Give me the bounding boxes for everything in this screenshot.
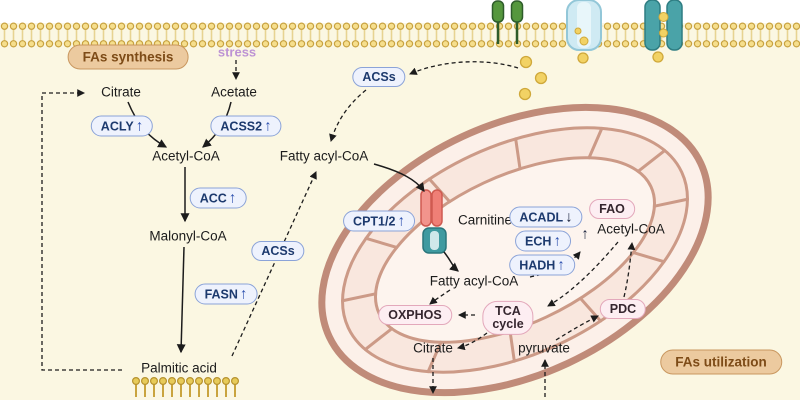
palmitic-acid-label: Palmitic acid: [141, 360, 217, 376]
enzyme-acly: ACLY ↑: [90, 115, 154, 137]
enzyme-acadl-label: ACADL: [519, 210, 564, 224]
enzyme-cpt12-label: CPT1/2: [353, 214, 396, 228]
enzyme-fasn-label: FASN: [204, 287, 238, 301]
enzyme-acss2: ACSS2 ↑: [210, 115, 282, 137]
enzyme-fasn: FASN ↑: [194, 283, 258, 305]
fatty-acyl-coa-label: Fatty acyl-CoA: [279, 148, 369, 164]
up-arrow-icon: ↑: [135, 117, 144, 135]
enzyme-cpt12: CPT1/2 ↑: [343, 210, 415, 232]
enzyme-acss-mid: ACSs: [251, 241, 305, 261]
enzyme-acc: ACC ↑: [189, 187, 247, 209]
process-tca-label: TCA: [495, 303, 521, 318]
malonyl-coa-label: Malonyl-CoA: [149, 228, 227, 244]
up-arrow-icon: ↑: [553, 232, 561, 250]
up-arrow-icon: ↑: [557, 256, 565, 274]
process-tca-label2: cycle: [492, 317, 524, 331]
process-fao-label: FAO: [599, 202, 625, 216]
process-pdc-label: PDC: [609, 302, 637, 316]
citrate-label: Citrate: [101, 84, 141, 100]
enzyme-hadh: HADH ↑: [509, 254, 575, 276]
enzyme-hadh-label: HADH: [519, 258, 556, 272]
enzyme-ech-label: ECH: [525, 234, 552, 248]
stress-label: stress: [217, 44, 257, 60]
enzyme-acss-top: ACSs: [352, 67, 406, 87]
enzyme-acly-label: ACLY: [100, 119, 134, 133]
enzyme-acadl: ACADL ↓: [509, 206, 583, 228]
acetate-label: Acetate: [211, 84, 257, 100]
enzyme-acss2-label: ACSS2: [220, 119, 263, 133]
fas-synthesis-badge: FAs synthesis: [67, 44, 189, 70]
palmitic-acid-pins: [132, 377, 240, 397]
process-oxphos: OXPHOS: [378, 305, 452, 325]
enzyme-ech: ECH ↑: [515, 230, 571, 252]
process-tca-cycle: TCA cycle: [482, 300, 534, 336]
fa-channel-icon: [644, 0, 683, 51]
acetyl-coa-label: Acetyl-CoA: [152, 148, 220, 164]
acetyl-coa-mito-label: Acetyl-CoA: [597, 221, 665, 237]
process-oxphos-label: OXPHOS: [388, 308, 442, 322]
up-arrow-icon: ↑: [228, 189, 237, 207]
pyruvate-label: pyruvate: [518, 340, 570, 356]
up-arrow-icon: ↑: [264, 117, 272, 135]
fatty-acyl-coa-mito-label: Fatty acyl-CoA: [429, 273, 519, 289]
process-fao: FAO: [589, 199, 635, 219]
enzyme-acc-label: ACC: [199, 191, 227, 205]
fatty-acid-dots: [518, 51, 664, 101]
down-arrow-icon: ↓: [565, 208, 573, 226]
citrate-mito-label: Citrate: [413, 340, 453, 356]
beta-oxidation-up-arrow-icon: ↑: [581, 225, 589, 243]
carnitine-shuttle-icon: [422, 227, 447, 254]
cpt-transporter-icon: [420, 189, 443, 227]
up-arrow-icon: ↑: [397, 212, 405, 230]
fas-utilization-badge: FAs utilization: [660, 349, 782, 375]
receptor-icon: [491, 0, 524, 44]
enzyme-acss-mid-label: ACSs: [261, 244, 295, 258]
process-pdc: PDC: [599, 299, 647, 319]
enzyme-acss-top-label: ACSs: [362, 70, 396, 84]
carnitine-label: Carnitine: [457, 212, 513, 228]
up-arrow-icon: ↑: [239, 285, 248, 303]
fa-transporter-icon: [566, 0, 602, 51]
dashed-arrows: [41, 60, 636, 397]
